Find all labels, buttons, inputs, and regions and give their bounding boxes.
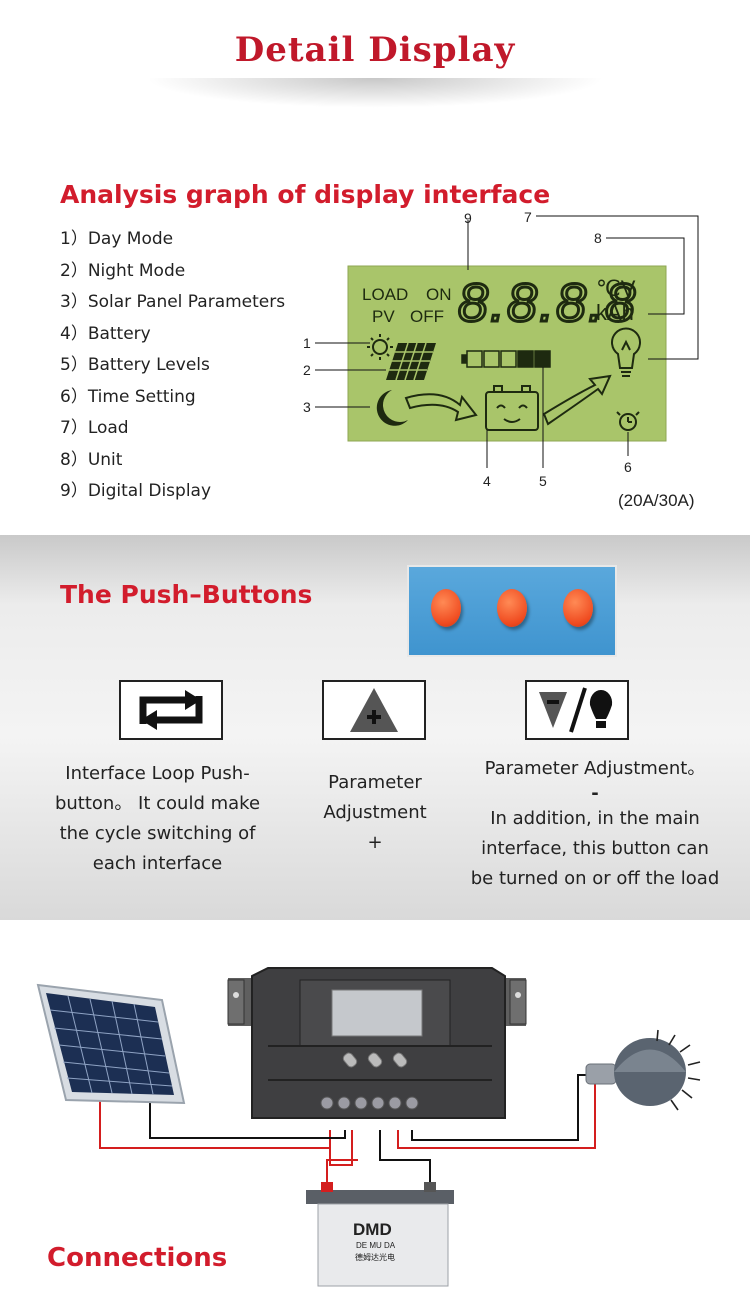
charge-controller-image [227,967,527,1119]
triangle-minus-bulb-icon [525,680,629,740]
arrow-right-icon [404,393,478,422]
sun-icon [367,334,393,360]
text-line: the cycle switching of [59,823,256,844]
legend-list: 1）Day Mode 2）Night Mode 3）Solar Panel Pa… [60,224,285,508]
legend-item: 6）Time Setting [60,386,196,407]
light-bulb-image [585,1029,701,1111]
detail-display-header: Detail Display [0,0,750,140]
lcd-unit-bottom: kAh [596,300,634,325]
legend-item: 4）Battery [60,323,151,344]
arrow-up-right-icon [542,374,612,426]
callout-2: 2 [303,362,311,378]
push-buttons-section: The Push–Buttons Interface Loop Push- [0,535,750,920]
light-rays [656,1029,701,1111]
lcd-load-label: LOAD [362,285,408,304]
battery-icon [485,385,539,431]
alarm-clock-icon [616,411,640,431]
controller-buttons [342,1052,408,1068]
connections-title: Connections [47,1243,228,1273]
lcd-on-label: ON [426,285,452,304]
page-title: Detail Display [234,30,516,70]
lcd-pv-label: PV [372,307,395,326]
bulb-icon [611,327,641,377]
text-line: interface, this button can [481,838,709,859]
orange-button [497,589,527,627]
wires [99,1074,596,1185]
text-line: Interface Loop Push- [65,763,250,784]
legend-item: 8）Unit [60,449,123,470]
text-line: be turned on or off the load [470,868,720,889]
legend-item: 5）Battery Levels [60,355,210,375]
model-note: (20A/30A) [618,491,695,510]
battery-image: DMD DE MU DA 德姆达光电 [306,1182,454,1287]
buttons-photo [407,565,617,657]
text-line: each interface [92,853,223,874]
connections-section: DMD DE MU DA 德姆达光电 Connections [0,920,750,1305]
lcd-unit-top: ℃V [596,276,636,301]
callout-9: 9 [464,210,472,226]
callout-7: 7 [524,210,532,225]
triangle-plus-icon [322,680,426,740]
connection-diagram: DMD DE MU DA 德姆达光电 [36,967,701,1287]
loop-arrows-icon [119,680,223,740]
legend-item: 9）Digital Display [60,481,212,501]
orange-button [563,589,593,627]
analysis-title: Analysis graph of display interface [60,180,551,209]
button-3-description: Parameter Adjustment。 - In addition, in … [455,754,735,894]
legend-item: 2）Night Mode [60,260,186,281]
text-line: - [591,783,599,804]
battery-brand-cn: 德姆达光电 [355,1252,395,1262]
title-shadow [145,78,605,108]
text-line: In addition, in the main [490,808,700,829]
text-line: Parameter Adjustment。 [484,758,706,779]
callout-lines [315,215,699,468]
solar-panel-icon [386,342,436,381]
battery-logo: DMD [353,1220,392,1239]
battery-brand: DE MU DA [356,1241,396,1250]
text-line: button。 It could make [54,793,261,814]
text-line: Parameter [328,772,422,793]
orange-button [431,589,461,627]
lcd-digital-display: 8.8.8.8 [458,273,637,333]
text-line: Adjustment [323,802,427,823]
push-buttons-title: The Push–Buttons [60,580,313,609]
lcd-diagram: LOAD ON PV OFF 8.8.8.8 ℃V kAh [303,210,699,489]
legend-item: 1）Day Mode [60,229,174,249]
battery-level-icon [461,350,551,368]
text-line: + [367,832,383,853]
callout-6: 6 [624,459,632,475]
button-2-description: Parameter Adjustment + [300,768,450,858]
callout-5: 5 [539,473,547,489]
solar-panel-image [36,983,186,1105]
terminal-screws [320,1096,419,1110]
callout-8: 8 [594,230,602,246]
legend-item: 3）Solar Panel Parameters [60,292,286,312]
lcd-off-label: OFF [410,307,444,326]
moon-icon [376,390,408,426]
button-1-description: Interface Loop Push- button。 It could ma… [40,759,275,879]
callout-3: 3 [303,399,311,415]
analysis-section: Analysis graph of display interface 1）Da… [0,140,750,535]
legend-item: 7）Load [60,418,129,438]
callout-4: 4 [483,473,491,489]
callout-1: 1 [303,335,311,351]
